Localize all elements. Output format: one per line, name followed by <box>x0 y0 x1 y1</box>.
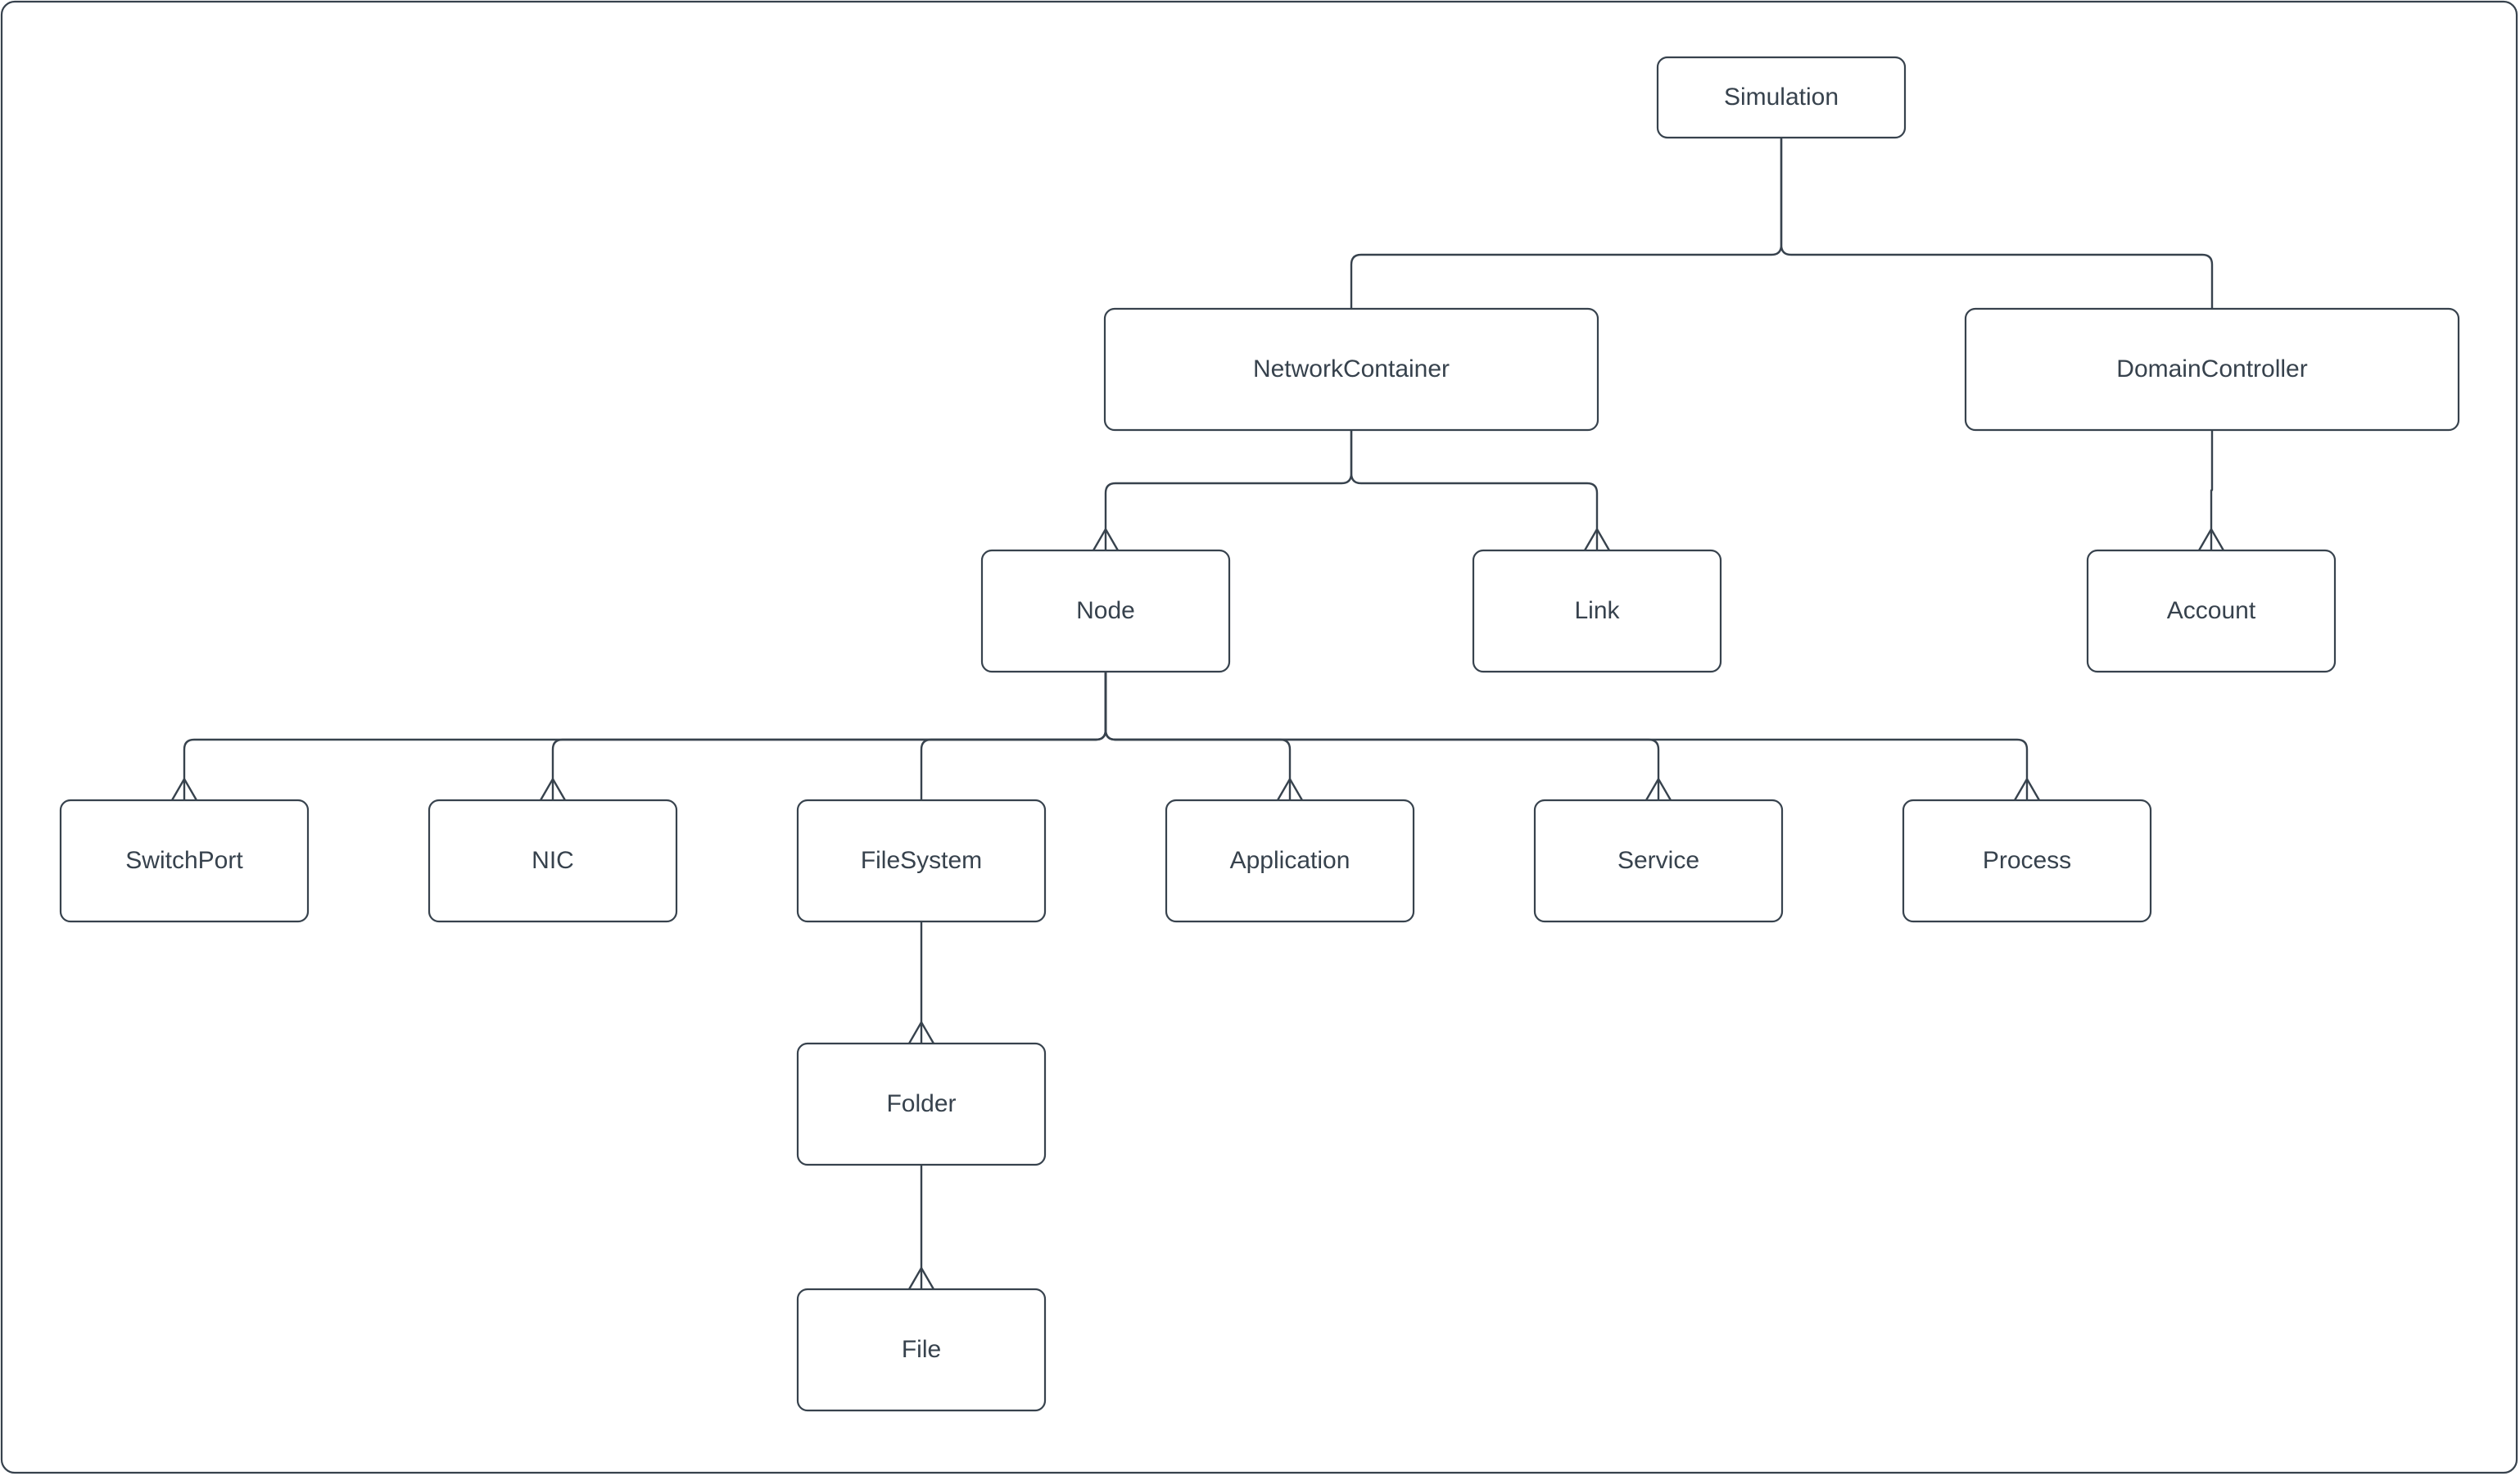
class-node-label: Simulation <box>1724 84 1839 111</box>
class-node-label: Node <box>1076 597 1135 624</box>
class-node-simulation[interactable]: Simulation <box>1658 57 1905 138</box>
class-node-label: Application <box>1230 847 1350 874</box>
class-node-node[interactable]: Node <box>982 550 1229 672</box>
class-node-networkcontainer[interactable]: NetworkContainer <box>1105 309 1598 430</box>
class-node-label: Service <box>1617 847 1699 874</box>
class-node-label: DomainController <box>2116 355 2307 383</box>
class-node-label: Account <box>2167 597 2256 624</box>
class-node-file[interactable]: File <box>798 1289 1045 1410</box>
class-node-application[interactable]: Application <box>1166 800 1414 921</box>
class-node-filesystem[interactable]: FileSystem <box>798 800 1045 921</box>
class-node-account[interactable]: Account <box>2088 550 2335 672</box>
class-node-label: Link <box>1574 597 1620 624</box>
class-node-label: File <box>902 1336 941 1363</box>
class-node-link[interactable]: Link <box>1473 550 1721 672</box>
class-node-label: FileSystem <box>861 847 982 874</box>
class-node-process[interactable]: Process <box>1903 800 2151 921</box>
class-node-switchport[interactable]: SwitchPort <box>61 800 308 921</box>
class-node-domaincontroller[interactable]: DomainController <box>1966 309 2459 430</box>
class-node-label: NetworkContainer <box>1253 355 1450 383</box>
class-node-folder[interactable]: Folder <box>798 1044 1045 1165</box>
edge-line <box>2211 430 2212 550</box>
class-node-service[interactable]: Service <box>1535 800 1782 921</box>
class-node-label: Process <box>1983 847 2071 874</box>
class-node-nic[interactable]: NIC <box>429 800 676 921</box>
class-node-label: NIC <box>532 847 574 874</box>
class-node-label: Folder <box>886 1090 956 1117</box>
class-node-label: SwitchPort <box>125 847 243 874</box>
